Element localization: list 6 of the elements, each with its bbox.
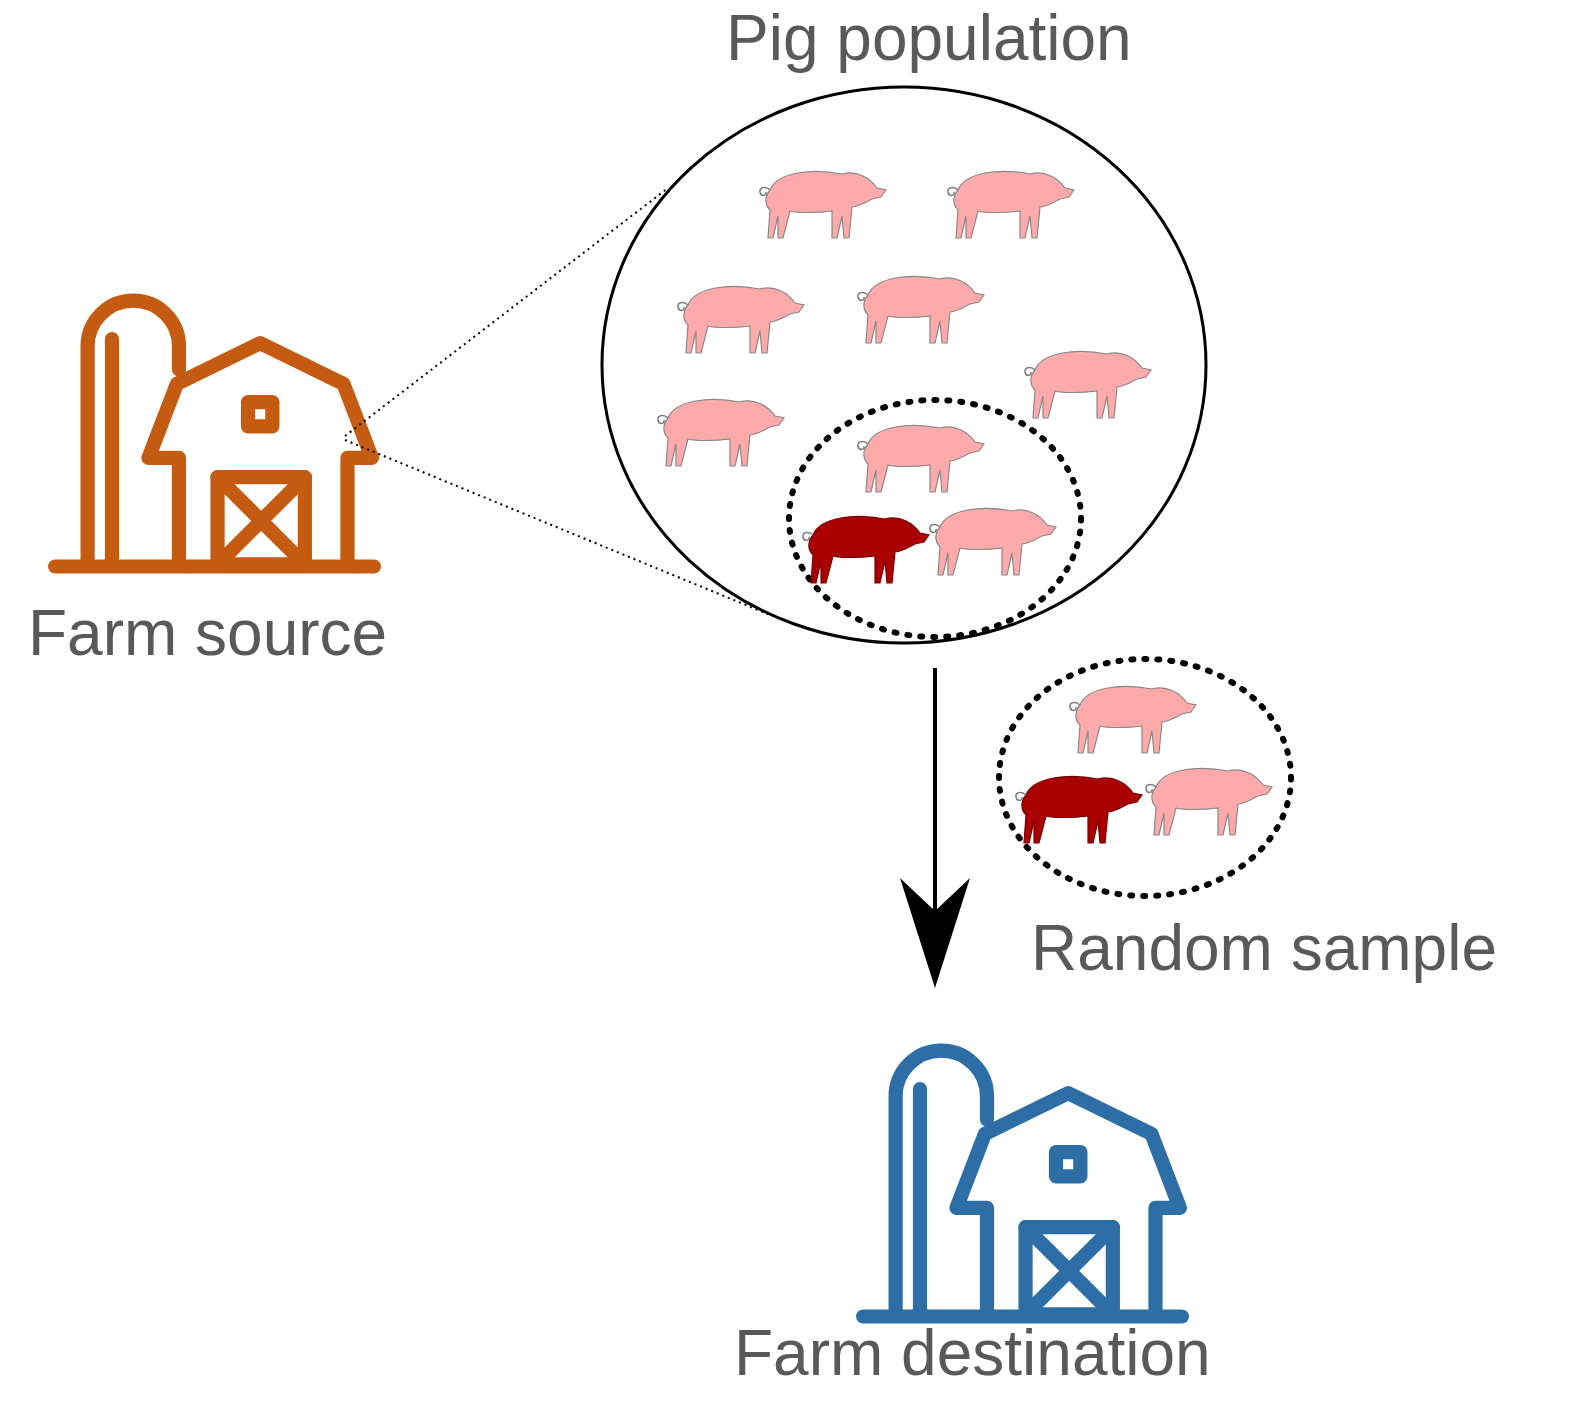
dotted-line: [344, 439, 776, 618]
caption-label: Farm destination: [733, 1316, 1212, 1391]
caption-label: Farm source: [27, 596, 389, 671]
caption-label: Random sample: [1030, 911, 1498, 986]
dotted-line: [344, 187, 669, 437]
caption-label: Pig population: [725, 1, 1133, 76]
